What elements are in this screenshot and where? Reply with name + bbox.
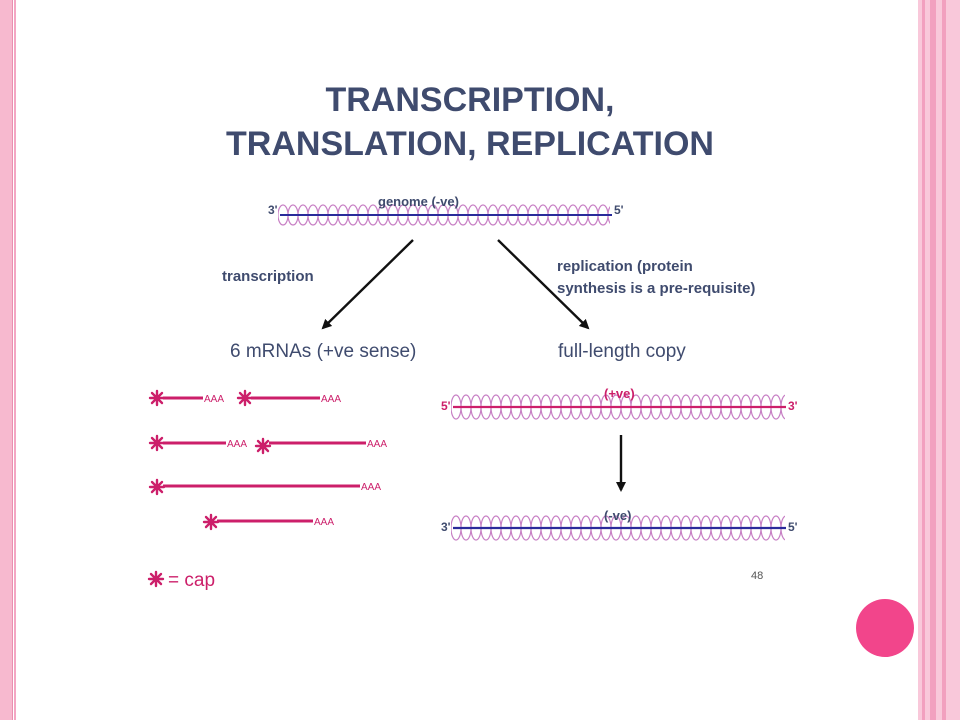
poly-a-tail: AAA (204, 394, 224, 405)
slide-title-line-1: TRANSCRIPTION, (325, 81, 615, 119)
poly-a-tail: AAA (314, 517, 334, 528)
genome-end-left: 3' (268, 203, 278, 217)
cap-legend-icon (147, 570, 165, 588)
positive-strand-label: (+ve) (604, 386, 635, 401)
poly-a-tail: AAA (321, 394, 341, 405)
cap-legend-label: = cap (168, 570, 215, 591)
genome-strand (278, 204, 612, 226)
genome-end-right: 5' (614, 203, 624, 217)
slide-left-border-line (14, 0, 16, 720)
positive-strand (451, 394, 786, 420)
mrna-set: AAA AAA AAA AAA AAA AAA (148, 389, 387, 531)
transcription-label: transcription (222, 268, 314, 285)
mrna-2: AAA (236, 389, 341, 407)
slide-title-line-2: TRANSLATION, REPLICATION (226, 125, 714, 163)
poly-a-tail: AAA (361, 482, 381, 493)
slide-title: TRANSCRIPTION, TRANSLATION, REPLICATION (150, 78, 790, 166)
positive-strand-end-left: 5' (441, 399, 451, 413)
genome-label: genome (-ve) (378, 194, 459, 209)
poly-a-tail: AAA (367, 439, 387, 450)
negative-strand-end-left: 3' (441, 520, 451, 534)
slide-left-border (0, 0, 13, 720)
mrna-6: AAA (202, 513, 334, 531)
mrna-3: AAA (148, 434, 247, 452)
negative-strand-end-right: 5' (788, 520, 798, 534)
transcription-arrow (321, 239, 414, 330)
mrna-5: AAA (148, 478, 381, 496)
replication-arrow (497, 239, 590, 330)
negative-strand (451, 515, 786, 541)
slide-right-border (918, 0, 960, 720)
full-length-copy-label: full-length copy (558, 341, 686, 362)
mrna-4: AAA (254, 437, 387, 455)
mrna-1: AAA (148, 389, 224, 407)
mrna-result-label: 6 mRNAs (+ve sense) (230, 341, 416, 362)
page-number: 48 (751, 570, 763, 582)
replication-label-line-2: synthesis is a pre-requisite) (557, 280, 755, 297)
decorative-circle (856, 599, 914, 657)
poly-a-tail: AAA (227, 439, 247, 450)
negative-strand-label: (-ve) (604, 508, 631, 523)
positive-strand-end-right: 3' (788, 399, 798, 413)
replication-label-line-1: replication (protein (557, 258, 693, 275)
